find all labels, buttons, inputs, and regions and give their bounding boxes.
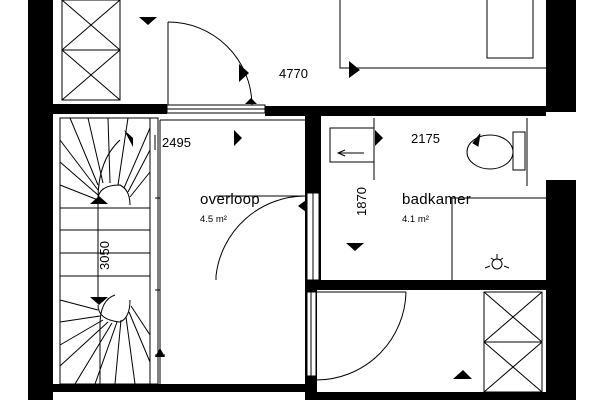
wall-below-bath	[305, 280, 546, 290]
labels: 4770 2495 2175 1870 3050 overloop 4.5 m²…	[97, 66, 471, 270]
arrow-right-icon	[234, 130, 242, 146]
arrow-right-icon	[349, 61, 360, 78]
dimension-landing-width: 2495	[162, 135, 191, 150]
arrow-up-icon	[90, 196, 108, 204]
room-name-badkamer: badkamer	[402, 191, 471, 208]
landing	[159, 119, 307, 384]
dimension-top-room-width: 4770	[279, 66, 308, 81]
arrow-right-icon	[239, 64, 249, 82]
arrow-down-icon	[90, 297, 108, 305]
arrow-up-icon	[453, 370, 472, 379]
door-openings	[166, 104, 320, 377]
lower-area	[315, 291, 543, 393]
room-area-overloop: 4.5 m²	[200, 214, 227, 225]
dimension-stair-length: 3050	[97, 241, 112, 270]
stair-outline	[59, 117, 159, 385]
stair-walkline	[99, 294, 116, 385]
toilet-tank	[512, 131, 526, 171]
bed	[339, 0, 546, 69]
room-area-badkamer: 4.1 m²	[402, 214, 429, 225]
dimension-bath-width: 2175	[411, 131, 440, 146]
top-door-swing	[167, 21, 253, 106]
wall-top-left	[53, 104, 167, 114]
wall-bottom-right	[317, 392, 546, 400]
arrow-up-icon	[155, 348, 165, 357]
dimension-bath-depth: 1870	[354, 187, 369, 216]
bath-door-swing	[215, 195, 307, 277]
top-room	[61, 0, 546, 106]
arrow-right-icon	[375, 130, 383, 146]
arrow-up-icon	[245, 98, 257, 104]
shower-area	[451, 197, 546, 280]
outer-wall-right-lower	[546, 180, 576, 400]
arrow-down-icon	[346, 243, 364, 251]
wall-bottom	[53, 384, 305, 392]
wall-top-right	[265, 106, 546, 116]
bed-pillow	[486, 0, 534, 59]
arrow-left-icon	[124, 130, 133, 147]
outer-wall-right-upper	[546, 0, 576, 112]
room-name-overloop: overloop	[200, 191, 260, 208]
staircase	[59, 117, 165, 385]
sink	[329, 127, 375, 163]
arrow-left-icon	[298, 200, 306, 212]
bathroom	[329, 118, 546, 280]
outer-wall-left	[28, 0, 53, 400]
ceiling-light-icon	[484, 254, 510, 270]
toilet	[466, 134, 514, 170]
arrow-markers	[90, 17, 472, 379]
lower-door-swing	[315, 291, 407, 381]
arrow-down-icon	[139, 17, 157, 25]
